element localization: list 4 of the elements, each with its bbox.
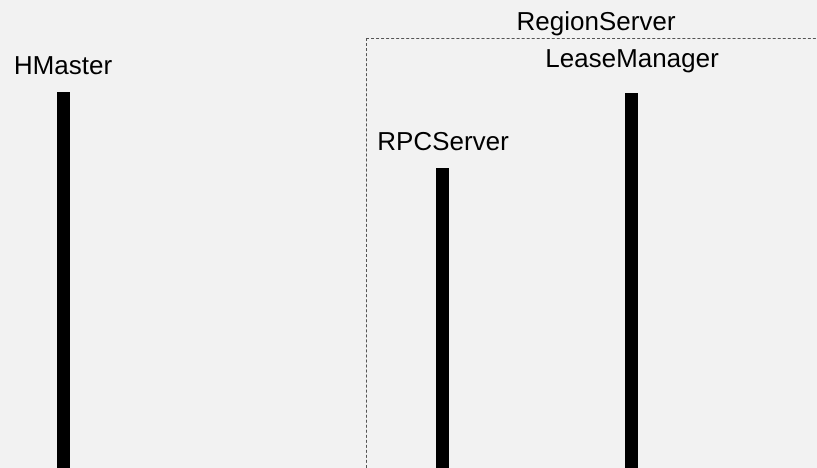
participant-label: HMaster: [14, 50, 112, 80]
participant-label: RPCServer: [377, 126, 509, 156]
participant-label: LeaseManager: [545, 43, 719, 73]
group-heading: RegionServer: [516, 6, 676, 36]
